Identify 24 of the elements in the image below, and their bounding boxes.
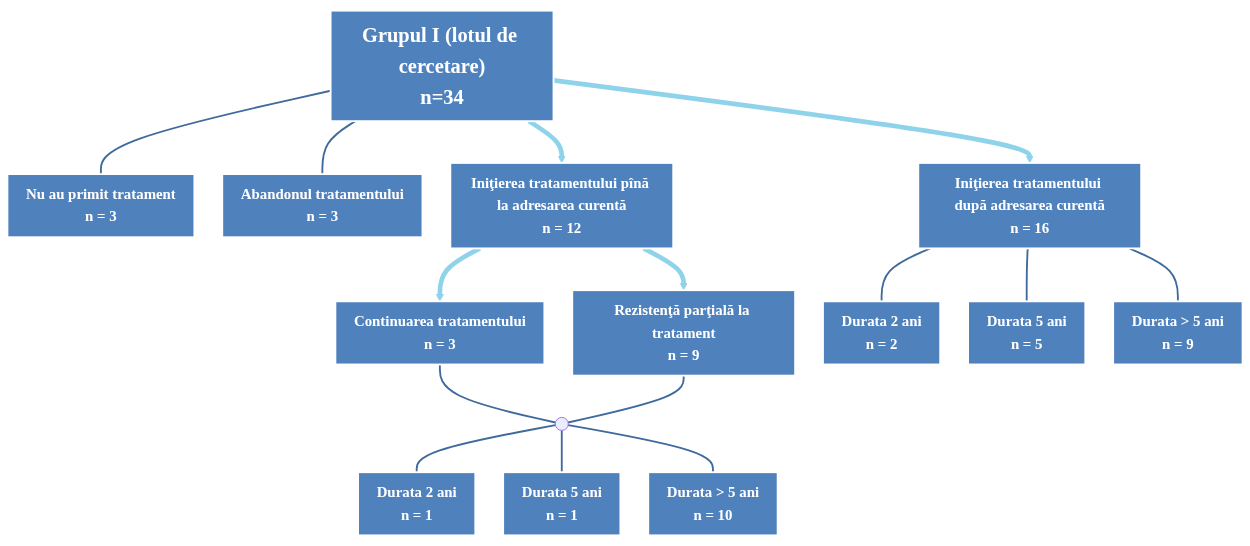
node-box: Durata > 5 ani n = 10	[647, 471, 779, 537]
connector	[1128, 247, 1179, 303]
connector	[1025, 247, 1029, 303]
node-box: Durata 5 ani n = 1	[502, 471, 622, 537]
node-box: Durata 2 ani n = 1	[357, 471, 477, 537]
connector	[321, 120, 357, 175]
node-box: Nu au primit tratament n = 3	[6, 173, 196, 239]
node-box: Iniţierea tratamentului după adresarea curentă n = 16	[917, 162, 1143, 250]
node-box: Durata > 5 ani n = 9	[1112, 300, 1244, 366]
connector	[880, 247, 932, 303]
connector	[560, 429, 563, 474]
node-box: Continuarea tratamentului n = 3	[334, 300, 546, 366]
node-box: Abandonul tratamentului n = 3	[221, 173, 424, 239]
node-box: Grupul I (lotul de cercetare) n=34	[329, 9, 555, 123]
node-box: Durata 2 ani n = 2	[822, 300, 942, 366]
node-box: Iniţierea tratamentului pînă la adresarea curentă n = 12	[449, 162, 675, 250]
node-circle	[554, 416, 569, 431]
connector	[415, 424, 557, 474]
connector	[567, 424, 714, 474]
node-box: Rezistenţă parţială la tratament n = 9	[571, 289, 797, 377]
node-box: Durata 5 ani n = 5	[967, 300, 1087, 366]
arrow	[553, 78, 1034, 164]
connector	[438, 363, 557, 424]
connector	[567, 374, 685, 424]
